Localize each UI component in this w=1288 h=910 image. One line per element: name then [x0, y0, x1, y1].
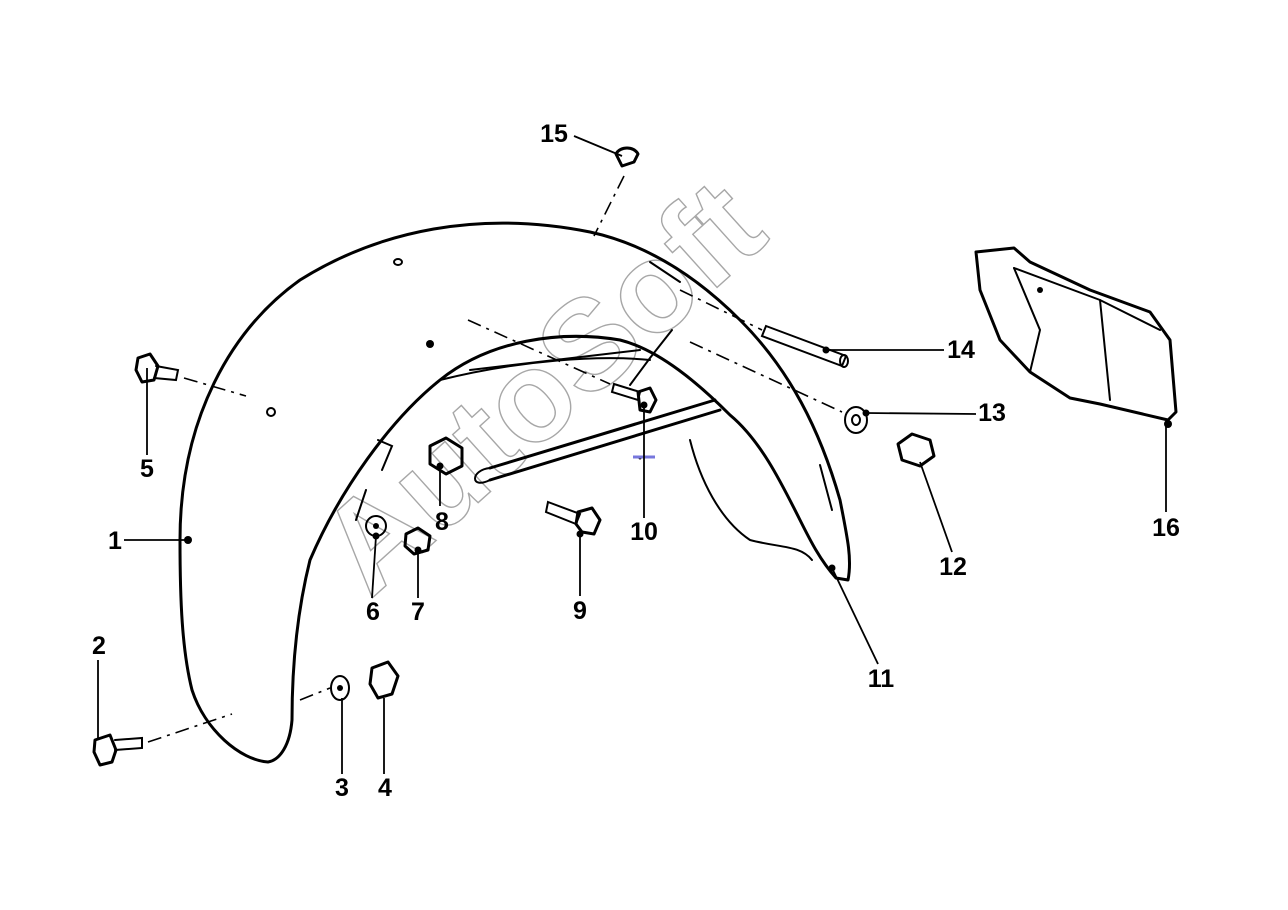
number-plate	[974, 246, 1178, 428]
nut-7	[403, 526, 432, 556]
callout-3: 3	[335, 774, 349, 802]
callout-16: 16	[1152, 514, 1180, 542]
bolt-9	[544, 500, 602, 536]
callout-14: 14	[947, 336, 975, 364]
callout-6: 6	[366, 598, 380, 626]
callout-4: 4	[378, 774, 392, 802]
callout-13: 13	[978, 399, 1006, 427]
pin-14	[760, 324, 849, 368]
callout-7: 7	[411, 598, 425, 626]
watermark: AutoSoft	[293, 153, 790, 621]
nut-8	[428, 436, 464, 476]
washer-3	[330, 675, 350, 701]
bolt-upper	[610, 382, 658, 414]
rear-fender	[178, 221, 852, 764]
callout-9: 9	[573, 597, 587, 625]
bolt-2	[92, 713, 233, 767]
clip-15	[593, 146, 640, 237]
callout-8: 8	[435, 508, 449, 536]
nut-4	[368, 660, 400, 700]
callout-11: 11	[868, 665, 895, 693]
callout-labels: 1 2 3 4 5 6 7 8 9 10 11 12 13 14 15 16	[92, 120, 1180, 802]
callout-2: 2	[92, 632, 106, 660]
callout-1: 1	[108, 527, 122, 555]
bolt-5	[134, 352, 247, 397]
leader-lines	[97, 135, 1167, 774]
callout-5: 5	[140, 455, 154, 483]
nut-12	[896, 432, 936, 468]
callout-12: 12	[939, 553, 967, 581]
callout-10: 10	[630, 518, 658, 546]
callout-15: 15	[540, 120, 568, 148]
washer-13	[844, 406, 868, 434]
